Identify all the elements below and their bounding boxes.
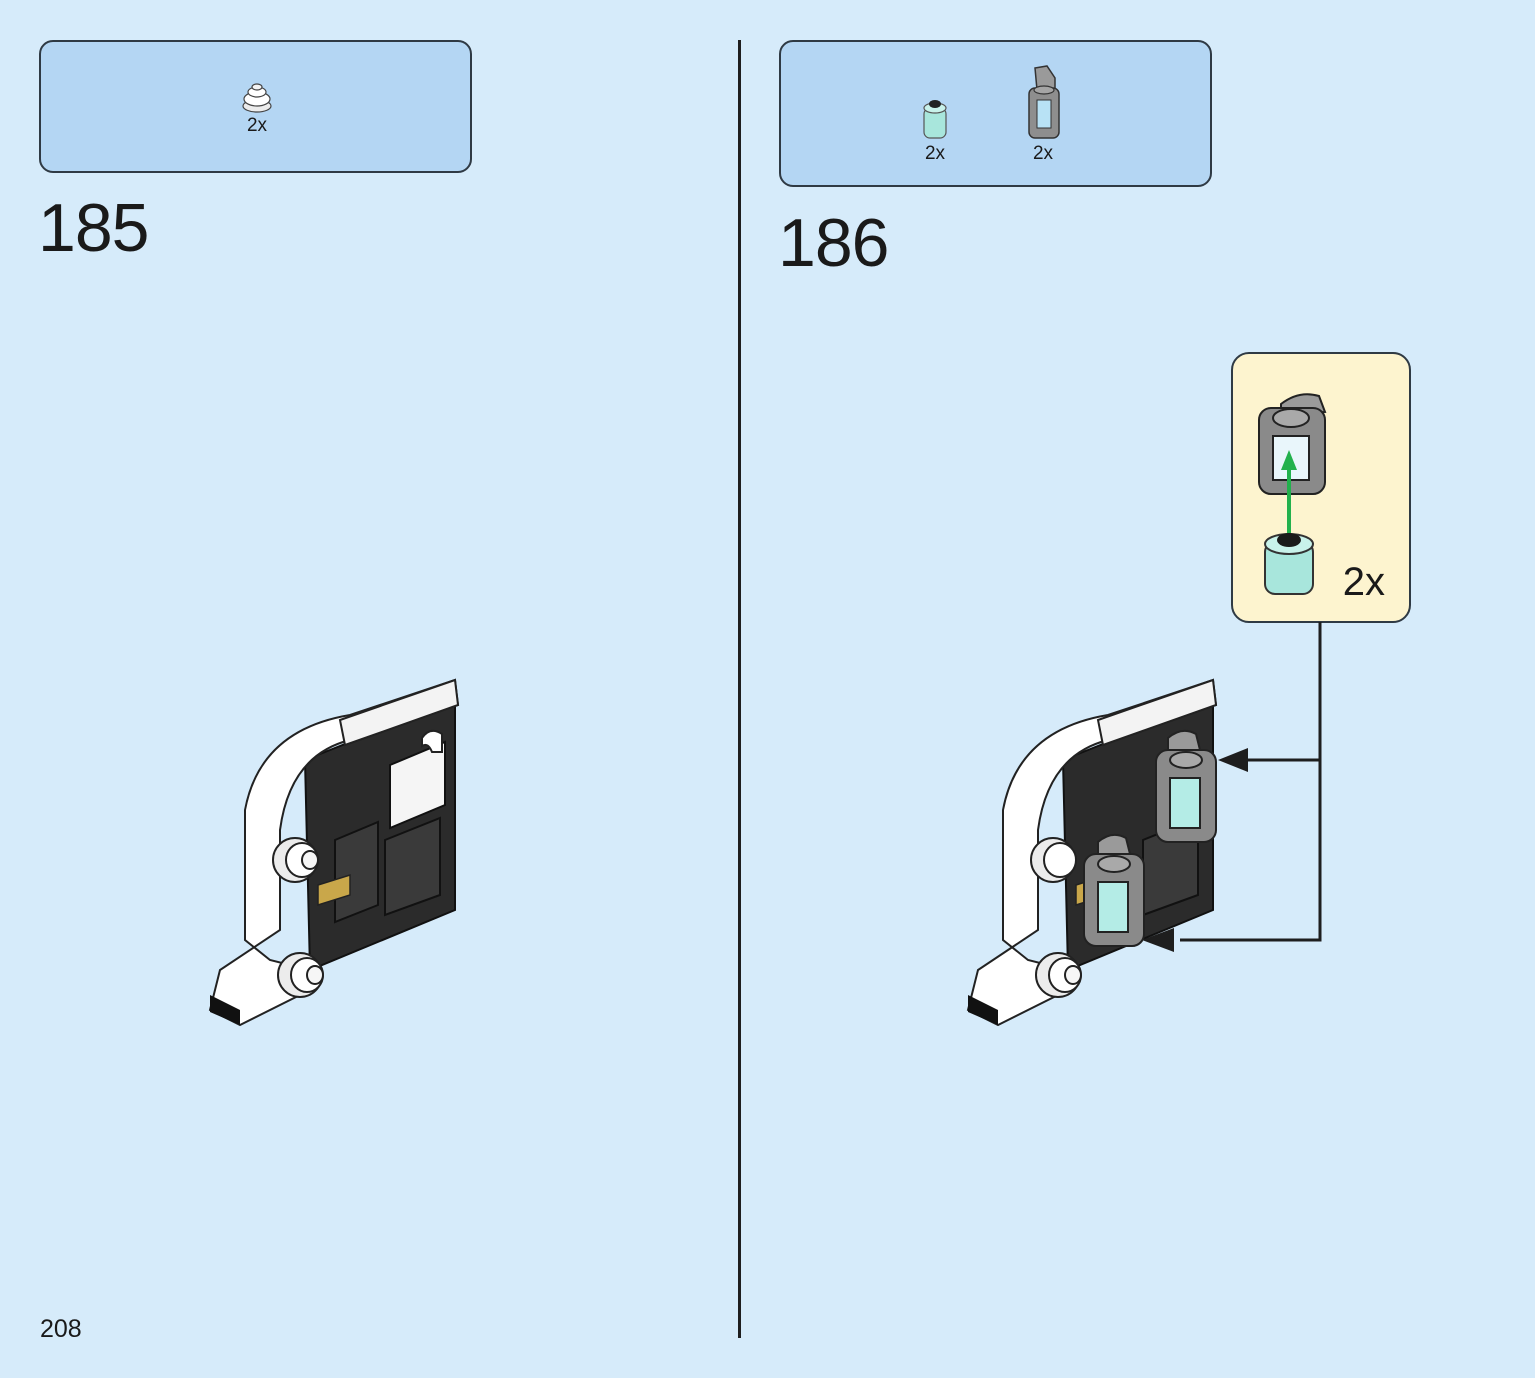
page-number: 208: [40, 1315, 82, 1343]
callout-quantity: 2x: [1342, 560, 1385, 604]
part-quantity: 2x: [924, 143, 946, 164]
step-number: 185: [38, 190, 149, 266]
wall-section-with-lanterns-illustration: [966, 678, 1218, 1027]
round-white-cone-piece-icon: [242, 83, 272, 113]
part-item: 2x: [1021, 64, 1065, 164]
lantern-assembly-illustration: [1258, 393, 1327, 595]
placement-arrows: [1142, 622, 1322, 952]
parts-list-box: 2x 2x: [779, 40, 1212, 187]
sub-assembly-callout: 2x: [1231, 352, 1411, 623]
part-item: 2x: [237, 80, 277, 136]
part-quantity: 2x: [246, 115, 268, 136]
parts-list-box: 2x: [39, 40, 472, 173]
trans-light-blue-round-brick-icon: [923, 100, 947, 139]
gray-lantern-icon: [1028, 65, 1060, 139]
page-divider: [738, 40, 741, 1338]
step-number: 186: [778, 205, 889, 281]
part-item: 2x: [915, 96, 955, 164]
wall-section-model-illustration: [208, 678, 460, 1027]
part-quantity: 2x: [1032, 143, 1054, 164]
